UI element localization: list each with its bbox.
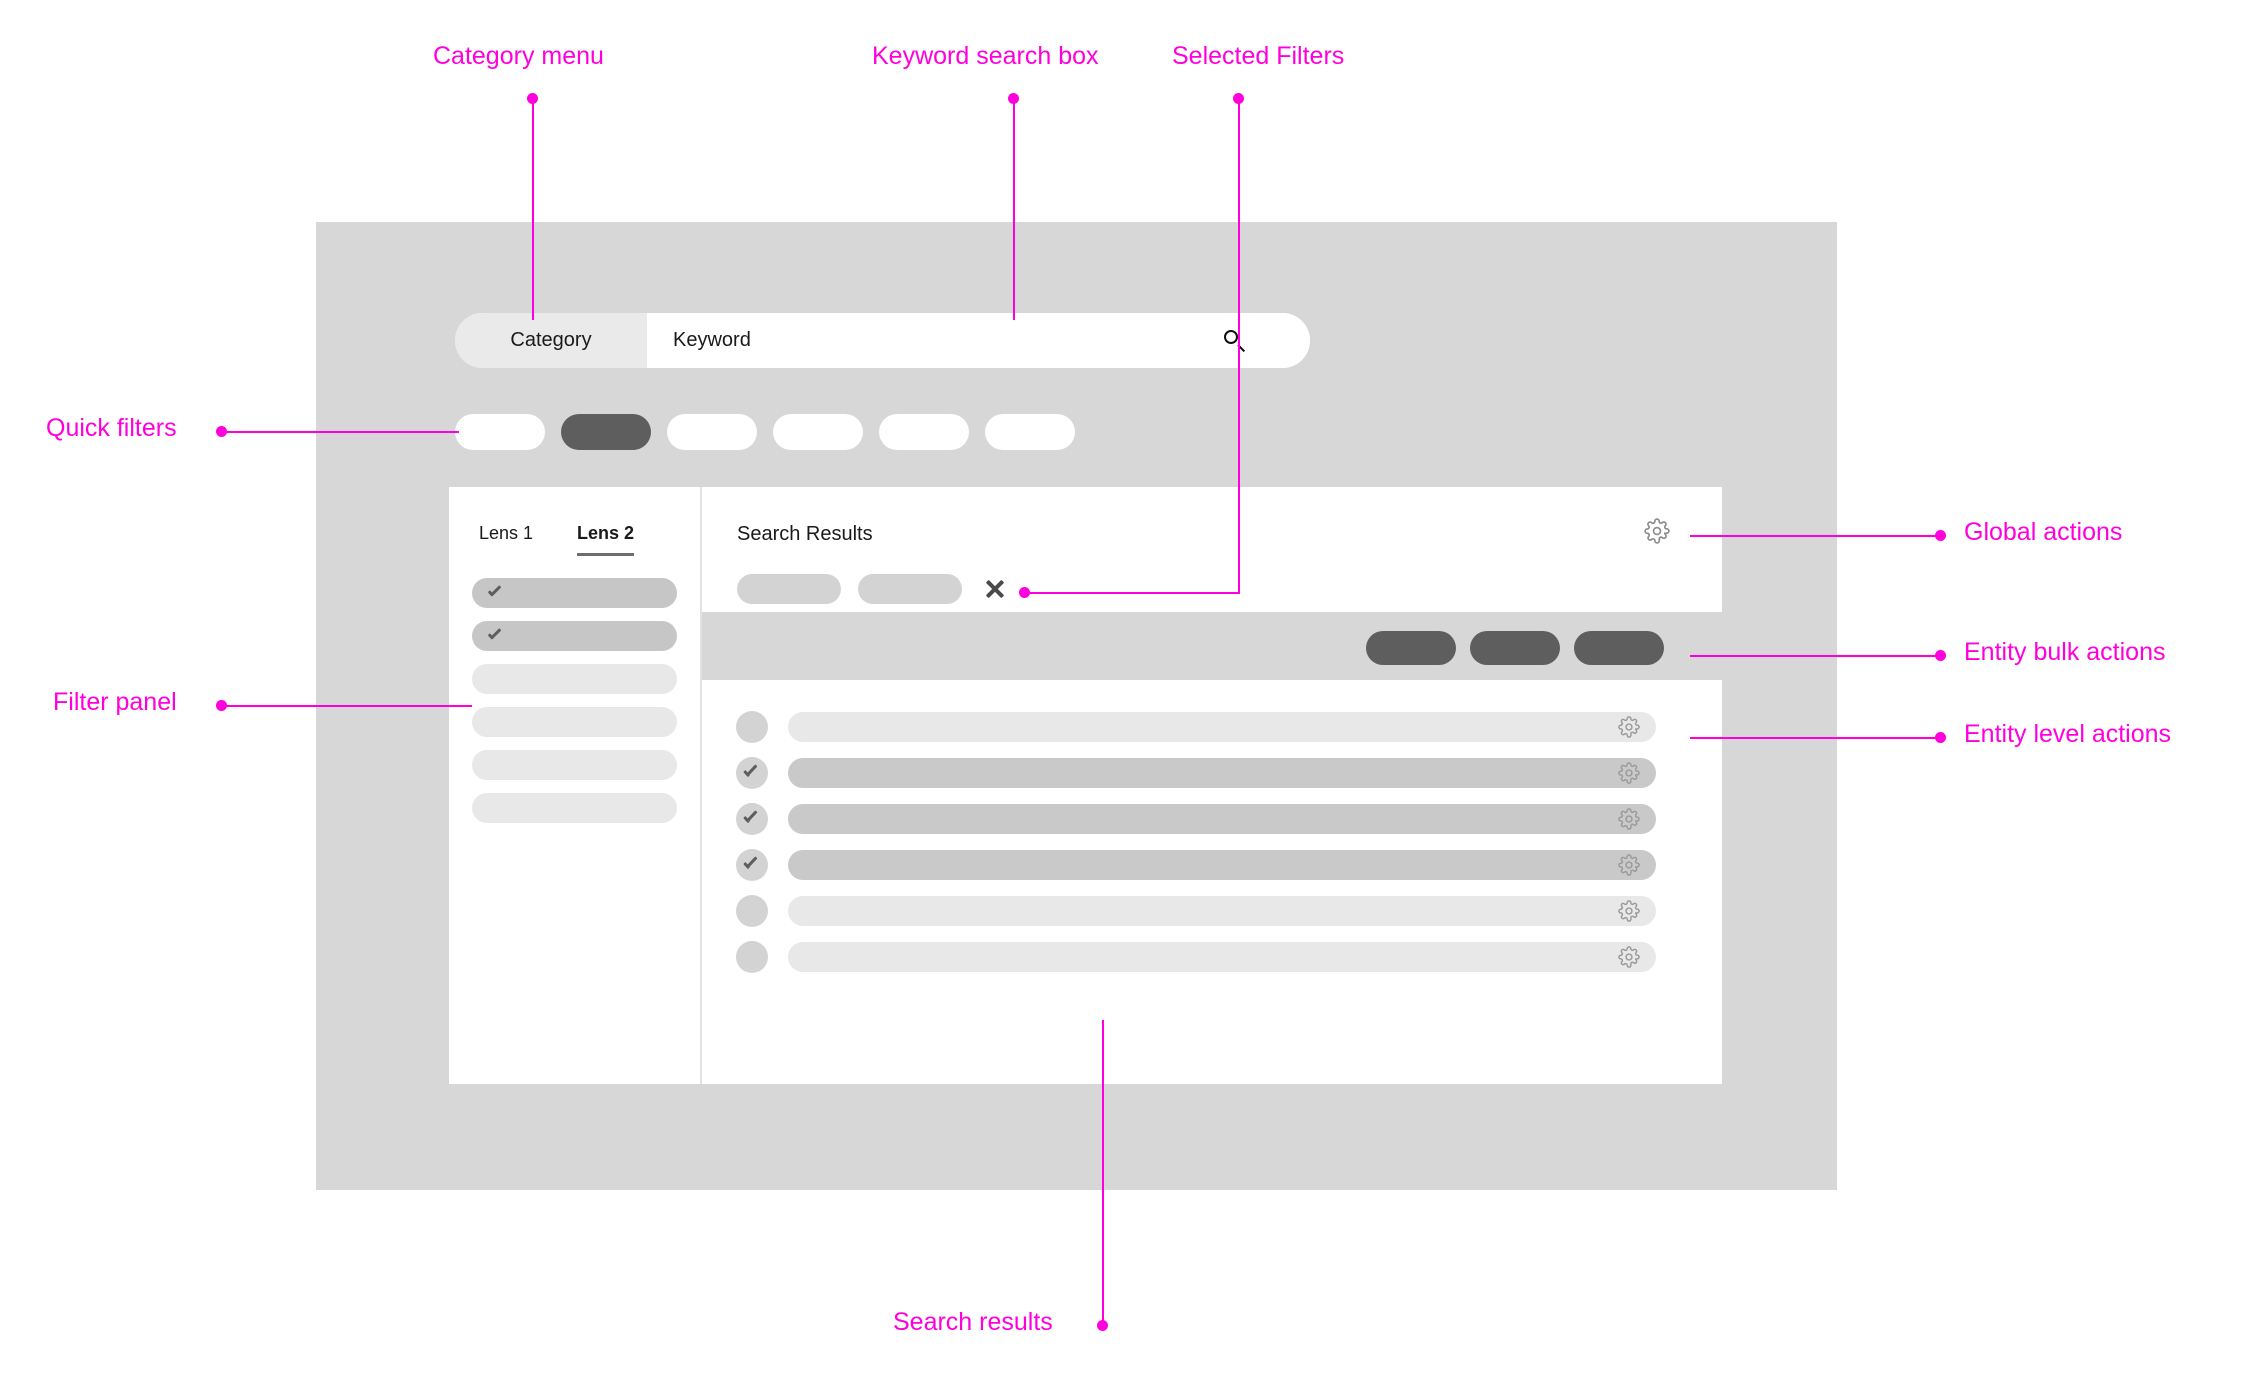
annotation-entity-level-actions: Entity level actions [1964, 720, 2172, 748]
filter-option-5[interactable] [472, 750, 677, 780]
result-row[interactable] [736, 941, 1656, 973]
row-checkbox[interactable] [736, 895, 768, 927]
result-row-content[interactable] [788, 896, 1656, 926]
category-menu[interactable]: Category [455, 313, 647, 368]
annotation-line-selected-filters-v [1238, 98, 1240, 593]
row-checkbox[interactable] [736, 849, 768, 881]
annotation-line-entity-bulk-actions [1690, 655, 1938, 657]
quick-filter-pill-3[interactable] [667, 414, 757, 450]
annotation-dot-filter-panel [216, 700, 227, 711]
search-results-panel [702, 680, 1722, 1084]
tab-lens-1[interactable]: Lens 1 [479, 523, 533, 556]
selected-filters-row [737, 574, 1006, 604]
quick-filter-pill-2[interactable] [561, 414, 651, 450]
annotation-dot-quick-filters [216, 426, 227, 437]
annotation-line-keyword-search-box [1013, 98, 1015, 320]
global-actions-button[interactable] [1644, 518, 1670, 544]
annotation-selected-filters: Selected Filters [1172, 42, 1345, 70]
filter-option-2[interactable] [472, 621, 677, 651]
gear-icon[interactable] [1618, 808, 1640, 830]
filter-option-1[interactable] [472, 578, 677, 608]
keyword-search-input[interactable]: Keyword [647, 313, 1220, 368]
bulk-action-button-3[interactable] [1574, 631, 1664, 665]
checkmark-icon [486, 584, 505, 603]
filter-option-4[interactable] [472, 707, 677, 737]
selected-filter-chip-2[interactable] [858, 574, 962, 604]
annotation-dot-entity-bulk-actions [1935, 650, 1946, 661]
annotation-category-menu: Category menu [433, 42, 604, 70]
lens-tabs: Lens 1 Lens 2 [479, 523, 635, 556]
quick-filter-pill-4[interactable] [773, 414, 863, 450]
entity-bulk-actions [1366, 631, 1664, 665]
tab-lens-2-label: Lens 2 [577, 523, 635, 543]
search-results-list [736, 711, 1656, 973]
gear-icon[interactable] [1618, 716, 1640, 738]
tab-lens-1-label: Lens 1 [479, 523, 534, 543]
result-row[interactable] [736, 895, 1656, 927]
category-menu-label: Category [510, 329, 592, 351]
annotation-line-filter-panel [222, 705, 472, 707]
gear-icon [1644, 518, 1670, 544]
annotation-line-category-menu [532, 98, 534, 320]
checkmark-icon [486, 627, 505, 646]
selected-filter-chip-1[interactable] [737, 574, 841, 604]
annotation-search-results: Search results [893, 1308, 1053, 1336]
annotation-dot-search-results [1097, 1320, 1108, 1331]
gear-icon[interactable] [1618, 946, 1640, 968]
search-bar: Category Keyword [455, 313, 1310, 368]
result-row[interactable] [736, 757, 1656, 789]
row-checkbox[interactable] [736, 711, 768, 743]
annotation-entity-bulk-actions: Entity bulk actions [1964, 638, 2166, 666]
filter-options-list [472, 578, 677, 823]
search-icon [1224, 329, 1246, 352]
quick-filter-pill-6[interactable] [985, 414, 1075, 450]
annotation-dot-global-actions [1935, 530, 1946, 541]
annotation-quick-filters: Quick filters [46, 414, 177, 442]
close-icon[interactable] [984, 578, 1006, 600]
search-results-title: Search Results [737, 523, 873, 545]
search-button[interactable] [1220, 313, 1310, 368]
result-row-content[interactable] [788, 712, 1656, 742]
row-checkbox[interactable] [736, 941, 768, 973]
filter-option-3[interactable] [472, 664, 677, 694]
tab-lens-2[interactable]: Lens 2 [577, 523, 635, 556]
annotation-line-entity-level-actions [1690, 737, 1938, 739]
gear-icon[interactable] [1618, 762, 1640, 784]
result-row-content[interactable] [788, 804, 1656, 834]
result-row-content[interactable] [788, 942, 1656, 972]
annotation-line-global-actions [1690, 535, 1938, 537]
result-row[interactable] [736, 849, 1656, 881]
quick-filter-pill-5[interactable] [879, 414, 969, 450]
gear-icon[interactable] [1618, 900, 1640, 922]
checkmark-icon [743, 766, 761, 780]
filter-option-6[interactable] [472, 793, 677, 823]
row-checkbox[interactable] [736, 757, 768, 789]
annotation-line-selected-filters-h [1025, 592, 1240, 594]
result-row[interactable] [736, 711, 1656, 743]
gear-icon[interactable] [1618, 854, 1640, 876]
annotation-line-quick-filters [222, 431, 459, 433]
checkmark-icon [743, 858, 761, 872]
result-row[interactable] [736, 803, 1656, 835]
quick-filters-row [455, 414, 1075, 450]
quick-filter-pill-1[interactable] [455, 414, 545, 450]
row-checkbox[interactable] [736, 803, 768, 835]
bulk-action-button-2[interactable] [1470, 631, 1560, 665]
annotation-line-search-results [1102, 1020, 1104, 1322]
keyword-placeholder-text: Keyword [673, 329, 751, 351]
annotation-keyword-search-box: Keyword search box [872, 42, 1099, 70]
result-row-content[interactable] [788, 850, 1656, 880]
annotation-dot-selected-filters-end [1019, 587, 1030, 598]
annotation-filter-panel: Filter panel [53, 688, 177, 716]
result-row-content[interactable] [788, 758, 1656, 788]
annotation-dot-entity-level-actions [1935, 732, 1946, 743]
checkmark-icon [743, 812, 761, 826]
bulk-action-button-1[interactable] [1366, 631, 1456, 665]
annotation-global-actions: Global actions [1964, 518, 2123, 546]
